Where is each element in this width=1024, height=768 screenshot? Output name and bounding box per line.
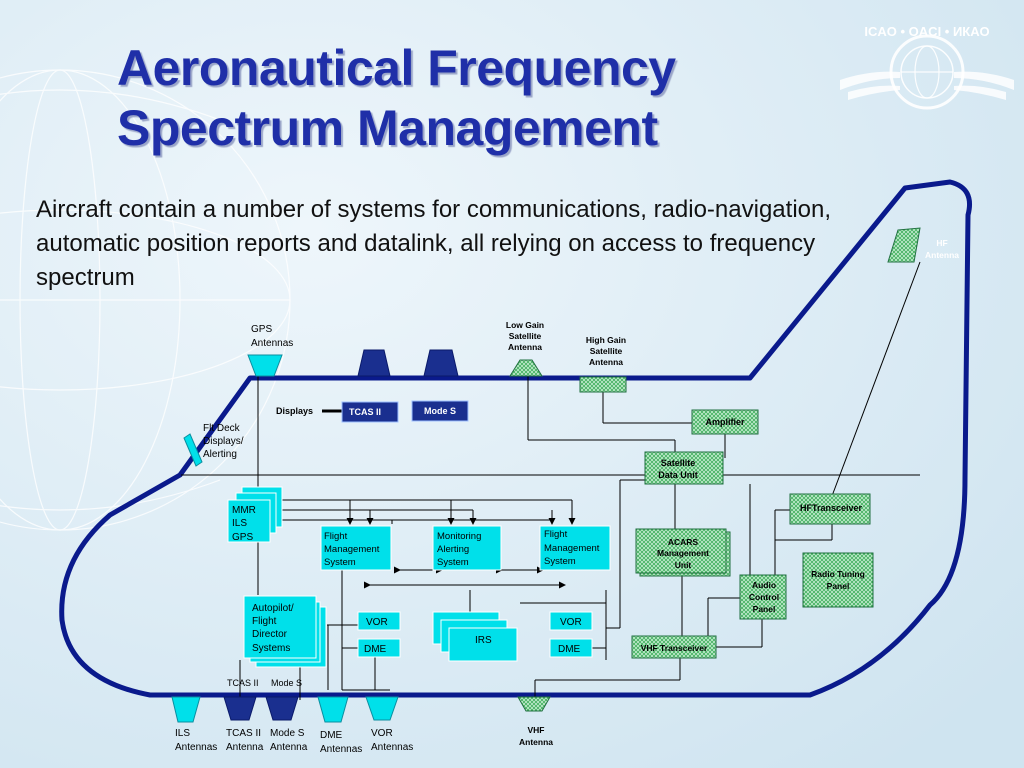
mode-s-top-antenna bbox=[423, 349, 459, 377]
hf-transceiver-label: HFTransceiver bbox=[800, 503, 863, 513]
aircraft-fuselage bbox=[59, 179, 972, 698]
amplifier-box bbox=[691, 409, 759, 435]
mode-s-small-label: Mode S bbox=[271, 678, 302, 688]
subtitle: Aircraft contain a number of systems for… bbox=[36, 196, 832, 291]
hf-antenna bbox=[887, 227, 921, 263]
dme-left-box bbox=[357, 638, 401, 658]
tcas-ii-top-antenna bbox=[357, 349, 391, 377]
gps-antenna bbox=[247, 354, 283, 377]
dme-right-label: DME bbox=[558, 644, 581, 655]
page-title: Aeronautical Frequency Spectrum Manageme… bbox=[117, 38, 817, 158]
title-line-1: Aeronautical Frequency bbox=[117, 40, 676, 96]
icao-emblem-icon: ICAO • OACI • ИКАО bbox=[840, 24, 1014, 110]
high-gain-satellite-antenna bbox=[579, 376, 627, 393]
vor-right-box bbox=[549, 611, 593, 631]
irs-box bbox=[448, 627, 518, 662]
dme-antenna bbox=[317, 696, 349, 723]
monitoring-box bbox=[432, 525, 502, 571]
dme-left-label: DME bbox=[364, 644, 387, 655]
vor-left-box bbox=[357, 611, 401, 631]
radio-tuning-box bbox=[802, 552, 874, 608]
mode-s-top-label: Mode S bbox=[424, 406, 456, 416]
acars-box bbox=[635, 528, 727, 574]
vor-left-label: VOR bbox=[366, 617, 388, 628]
ils-antenna bbox=[171, 696, 201, 723]
tcas-ii-small-label: TCAS II bbox=[227, 678, 259, 688]
title-line-2: Spectrum Management bbox=[117, 100, 658, 156]
displays-label: Displays bbox=[276, 406, 313, 416]
dme-right-box bbox=[549, 638, 593, 658]
tcas-ii-box bbox=[341, 401, 399, 423]
fms-right-box bbox=[539, 525, 611, 571]
vor-right-label: VOR bbox=[560, 617, 582, 628]
hf-transceiver-box bbox=[789, 493, 871, 525]
vhf-transceiver-label: VHF Transceiver bbox=[641, 643, 708, 653]
satellite-data-unit-box bbox=[644, 451, 724, 485]
tcas-ii-top-label: TCAS II bbox=[349, 407, 381, 417]
icao-logo-text: ICAO • OACI • ИКАО bbox=[864, 24, 989, 39]
mmr-box bbox=[227, 499, 271, 543]
audio-control-box bbox=[739, 574, 787, 620]
vhf-transceiver-box bbox=[631, 635, 717, 659]
fms-left-box bbox=[320, 525, 392, 571]
irs-label: IRS bbox=[475, 635, 492, 646]
flt-deck-display-icon bbox=[183, 433, 203, 467]
mode-s-box bbox=[411, 400, 469, 422]
vor-antenna bbox=[365, 696, 399, 721]
tcas-ii-bottom-antenna bbox=[223, 696, 257, 721]
autopilot-box bbox=[243, 595, 317, 659]
vhf-antenna bbox=[517, 696, 551, 712]
low-gain-satellite-antenna bbox=[509, 359, 543, 377]
mode-s-bottom-antenna bbox=[265, 696, 299, 721]
amplifier-label: Amplifier bbox=[705, 417, 745, 427]
